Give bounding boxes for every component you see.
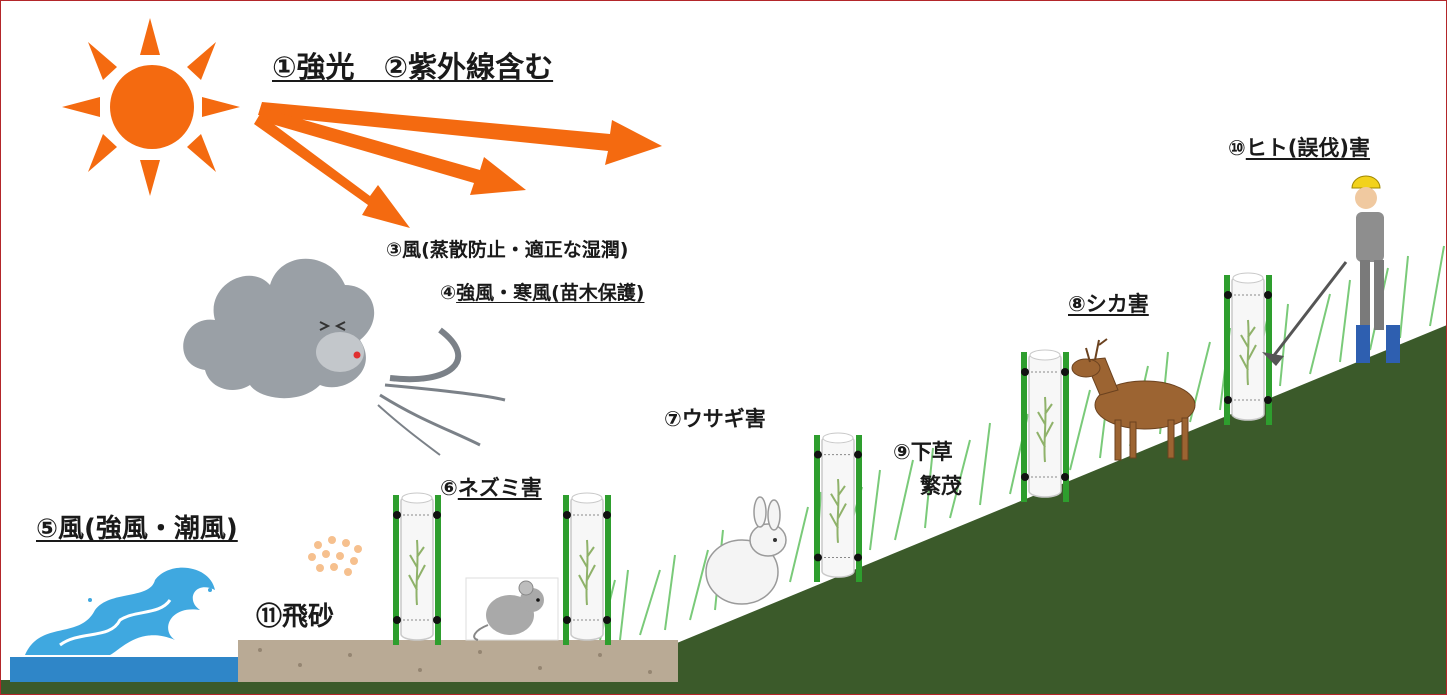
ground-strip xyxy=(0,680,1447,695)
label-strong-cold-wind-number: ④ xyxy=(440,282,457,304)
label-wind-moisture: ③風(蒸散防止・適正な湿潤) xyxy=(386,239,629,261)
deer-icon xyxy=(1071,338,1196,461)
label-strong-light-uv: ①強光 ②紫外線含む xyxy=(272,50,554,84)
worker-icon xyxy=(1262,175,1400,366)
label-flying-sand: ⑪飛砂 xyxy=(256,602,335,632)
label-weeds-line2: 繁茂 xyxy=(920,474,962,498)
label-strong-cold-wind: ④強風・寒風(苗木保護) xyxy=(440,278,644,305)
label-sea-wind: ⑤風(強風・潮風) xyxy=(36,514,238,544)
label-human-damage-number: ⑩ xyxy=(1228,136,1246,160)
sunlight-arrows xyxy=(254,102,662,228)
sand-particles-icon xyxy=(308,536,362,576)
label-rabbit-damage: ⑦ウサギ害 xyxy=(664,407,766,431)
gravel-ground xyxy=(238,640,678,682)
wave-icon xyxy=(25,567,215,655)
water xyxy=(10,657,238,682)
label-human-damage: ⑩ヒト(誤伐)害 xyxy=(1228,132,1370,162)
label-mouse-damage: ⑥ネズミ害 xyxy=(440,472,542,502)
label-strong-cold-wind-text: 強風・寒風(苗木保護) xyxy=(456,282,645,304)
sun-icon xyxy=(62,18,240,196)
label-mouse-damage-text: ネズミ害 xyxy=(457,476,542,500)
rabbit-icon xyxy=(705,496,787,605)
label-mouse-damage-number: ⑥ xyxy=(440,476,458,500)
label-weeds-line1: ⑨下草 xyxy=(893,440,953,464)
wind-cloud-icon xyxy=(183,258,506,456)
label-deer-damage: ⑧シカ害 xyxy=(1068,292,1149,316)
label-human-damage-text: ヒト(誤伐)害 xyxy=(1245,136,1370,160)
mouse-icon xyxy=(465,577,559,641)
